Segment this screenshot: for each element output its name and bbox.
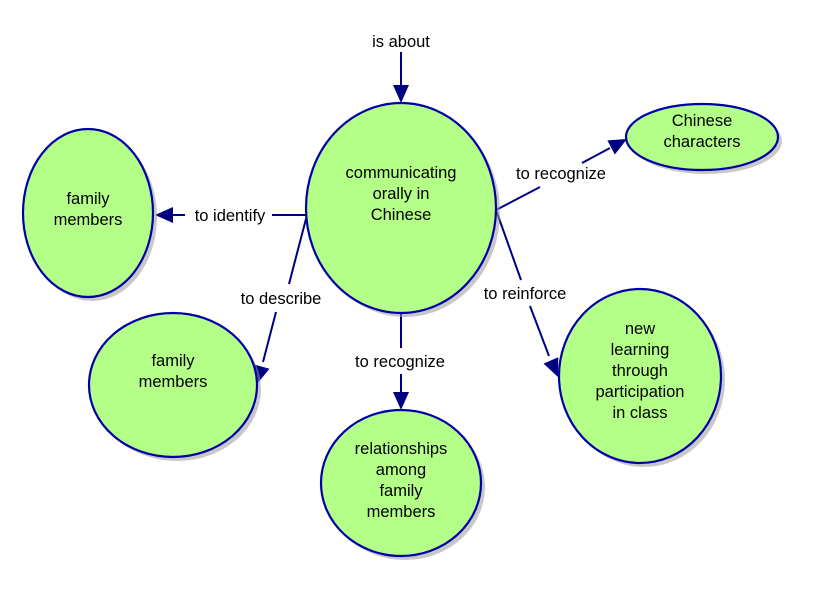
labels-layer: is about to identify to describe to recogni… (195, 33, 606, 371)
concept-node-family1[interactable]: family members (21, 127, 157, 301)
node-ellipse[interactable] (624, 102, 780, 172)
node-ellipse[interactable] (87, 311, 259, 459)
node-label: Chinese characters (663, 112, 740, 151)
node-label-line: family (151, 352, 195, 370)
node-label-line: orally in (373, 185, 430, 203)
node-label-line: family (66, 190, 110, 208)
node-ellipse[interactable] (304, 101, 498, 315)
link-line (495, 186, 541, 211)
nodes-layer: communicating orally in Chinese family membe… (21, 101, 782, 560)
node-label-line: learning (611, 341, 670, 359)
link-line (262, 311, 277, 363)
link-to-reinforce (495, 209, 559, 377)
concept-node-characters[interactable]: Chinese characters (624, 102, 782, 174)
node-label: family members (139, 352, 208, 391)
arrowhead-icon (607, 139, 627, 155)
node-label-line: members (139, 373, 208, 391)
arrowhead-icon (393, 85, 409, 103)
link-to-recognize-relationships (393, 313, 409, 410)
node-label-line: communicating (346, 164, 457, 182)
node-label: new learning through participation in class (596, 320, 685, 422)
node-label-line: characters (663, 133, 740, 151)
node-ellipse[interactable] (319, 408, 483, 558)
node-label: relationships among family members (355, 440, 448, 521)
node-label-line: among (376, 461, 426, 479)
node-label-line: participation (596, 383, 685, 401)
links-layer (155, 52, 627, 410)
arrowhead-icon (155, 207, 173, 223)
link-to-recognize-characters (495, 139, 627, 211)
link-label: to describe (241, 290, 322, 308)
link-label: is about (372, 33, 430, 51)
concept-node-relationships[interactable]: relationships among family members (319, 408, 485, 560)
node-label-line: Chinese (672, 112, 733, 130)
node-ellipse[interactable] (557, 287, 723, 465)
node-label-line: new (625, 320, 655, 338)
concept-node-learning[interactable]: new learning through participation in class (557, 287, 725, 467)
node-label-line: members (54, 211, 123, 229)
node-label-line: family (379, 482, 423, 500)
node-label-line: through (612, 362, 668, 380)
node-label-line: Chinese (371, 206, 432, 224)
node-ellipse[interactable] (21, 127, 155, 299)
link-label: to identify (195, 207, 266, 225)
concept-node-family2[interactable]: family members (87, 311, 261, 461)
node-label-line: in class (612, 404, 667, 422)
link-is-about (393, 52, 409, 103)
link-line (581, 147, 611, 164)
node-label: family members (54, 190, 123, 229)
node-label: communicating orally in Chinese (346, 164, 457, 224)
link-to-identify (155, 207, 307, 223)
link-label: to recognize (516, 165, 606, 183)
node-label-line: members (367, 503, 436, 521)
arrowhead-icon (543, 357, 559, 377)
link-line (529, 305, 550, 357)
arrowhead-icon (393, 392, 409, 410)
concept-node-center[interactable]: communicating orally in Chinese (304, 101, 500, 317)
link-label: to reinforce (484, 285, 567, 303)
link-line (288, 214, 308, 285)
node-label-line: relationships (355, 440, 448, 458)
link-line (495, 209, 522, 281)
link-label: to recognize (355, 353, 445, 371)
